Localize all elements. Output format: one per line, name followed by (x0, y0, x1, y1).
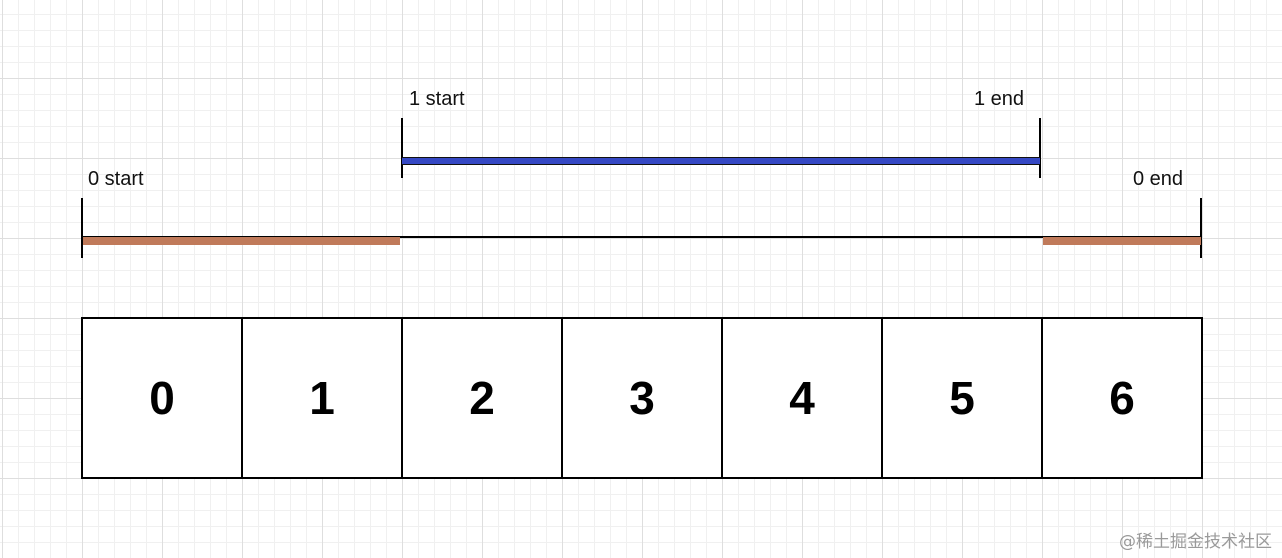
range1-bar (402, 157, 1040, 165)
range0-baseline (82, 236, 1201, 238)
array-cell: 5 (883, 319, 1043, 479)
array-cell: 3 (563, 319, 723, 479)
array-cell: 6 (1043, 319, 1203, 479)
range1-start-tick (401, 118, 403, 178)
range0-start-tick (81, 198, 83, 258)
range1-start-label: 1 start (409, 88, 465, 110)
range0-end-label: 0 end (1133, 168, 1184, 190)
range0-end-tick (1200, 198, 1202, 258)
range1-end-label: 1 end (974, 88, 1025, 110)
array-cell: 2 (403, 319, 563, 479)
range1-end-tick (1039, 118, 1041, 178)
watermark: @稀土掘金技术社区 (1119, 532, 1272, 552)
array-cell: 4 (723, 319, 883, 479)
array-cell: 0 (83, 319, 243, 479)
array-cell: 1 (243, 319, 403, 479)
range0-left-bar (83, 237, 400, 245)
array-cells: 0 1 2 3 4 5 6 (81, 317, 1203, 479)
range0-right-bar (1043, 237, 1201, 245)
range0-start-label: 0 start (88, 168, 144, 190)
